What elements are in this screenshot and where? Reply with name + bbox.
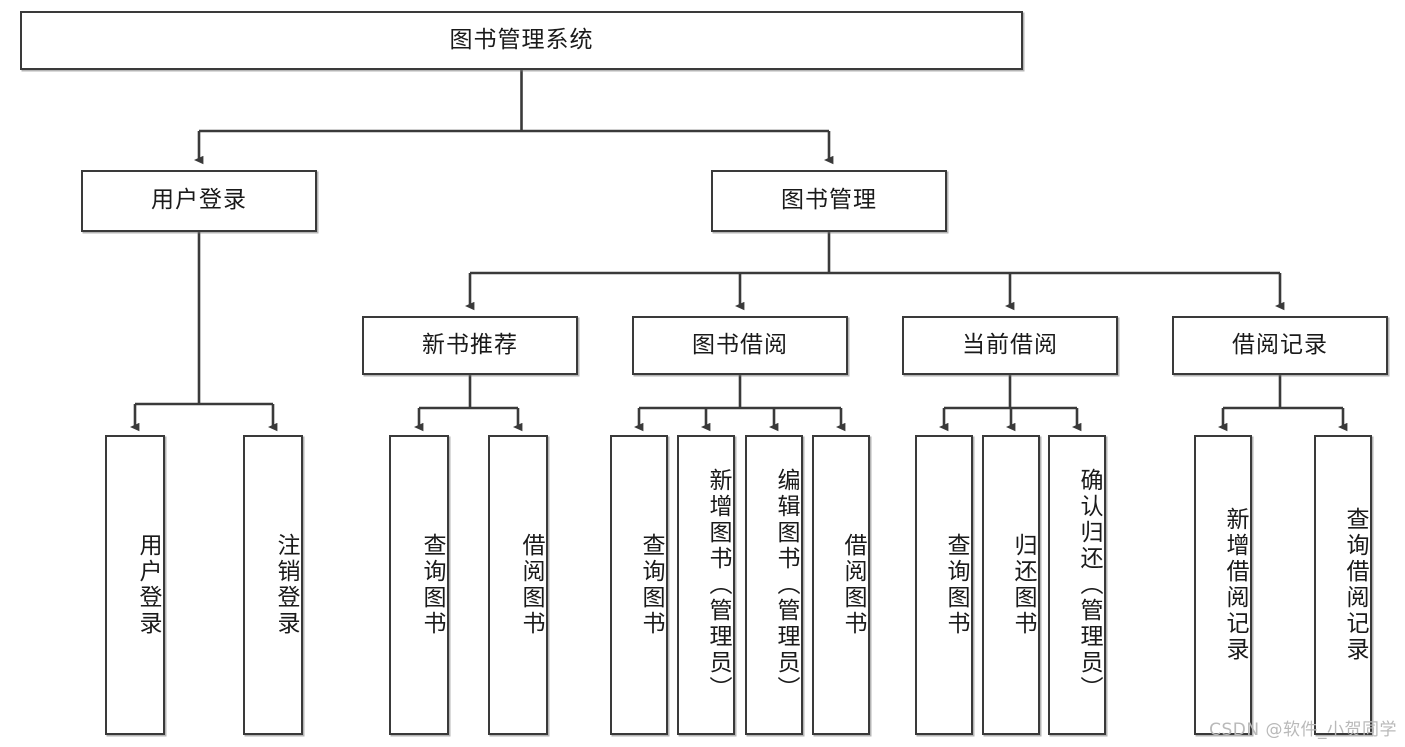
leaf-query-book-3-label: 查询图书 — [943, 533, 969, 637]
leaf-borrow-book-2[interactable]: 借阅图书 — [812, 435, 870, 735]
leaf-borrow-book-1-label: 借阅图书 — [518, 533, 544, 637]
node-user-login[interactable]: 用户登录 — [81, 170, 317, 232]
leaf-query-book-2-label: 查询图书 — [638, 533, 664, 637]
leaf-confirm-return-label: 确认归还（管理员） — [1076, 468, 1102, 702]
watermark-text: CSDN @软件_小贺同学 — [1209, 720, 1397, 740]
node-user-login-label: 用户登录 — [151, 187, 247, 214]
node-root-label: 图书管理系统 — [449, 26, 594, 53]
leaf-confirm-return[interactable]: 确认归还（管理员） — [1048, 435, 1106, 735]
node-book-borrow-label: 图书借阅 — [692, 331, 788, 358]
leaf-user-login-label: 用户登录 — [135, 533, 161, 637]
leaf-user-logout-label: 注销登录 — [273, 533, 299, 637]
leaf-query-book-1[interactable]: 查询图书 — [389, 435, 449, 735]
node-book-manage[interactable]: 图书管理 — [711, 170, 947, 232]
node-borrow-record-label: 借阅记录 — [1232, 331, 1328, 358]
leaf-add-record-label: 新增借阅记录 — [1222, 507, 1248, 663]
leaf-borrow-book-1[interactable]: 借阅图书 — [488, 435, 548, 735]
node-new-book-recommend[interactable]: 新书推荐 — [362, 316, 578, 375]
leaf-add-book[interactable]: 新增图书（管理员） — [677, 435, 735, 735]
leaf-edit-book-label: 编辑图书（管理员） — [773, 468, 799, 702]
leaf-return-book-label: 归还图书 — [1010, 533, 1036, 637]
node-borrow-record[interactable]: 借阅记录 — [1172, 316, 1388, 375]
node-current-borrow-label: 当前借阅 — [962, 331, 1058, 358]
leaf-borrow-book-2-label: 借阅图书 — [840, 533, 866, 637]
leaf-user-login[interactable]: 用户登录 — [105, 435, 165, 735]
leaf-edit-book[interactable]: 编辑图书（管理员） — [745, 435, 803, 735]
node-new-book-recommend-label: 新书推荐 — [422, 331, 518, 358]
node-book-manage-label: 图书管理 — [781, 187, 877, 214]
leaf-return-book[interactable]: 归还图书 — [982, 435, 1040, 735]
node-book-borrow[interactable]: 图书借阅 — [632, 316, 848, 375]
leaf-user-logout[interactable]: 注销登录 — [243, 435, 303, 735]
leaf-query-record[interactable]: 查询借阅记录 — [1314, 435, 1372, 735]
node-current-borrow[interactable]: 当前借阅 — [902, 316, 1118, 375]
leaf-add-book-label: 新增图书（管理员） — [705, 468, 731, 702]
node-root[interactable]: 图书管理系统 — [20, 11, 1023, 70]
leaf-query-book-1-label: 查询图书 — [419, 533, 445, 637]
leaf-query-book-2[interactable]: 查询图书 — [610, 435, 668, 735]
leaf-query-book-3[interactable]: 查询图书 — [915, 435, 973, 735]
leaf-add-record[interactable]: 新增借阅记录 — [1194, 435, 1252, 735]
leaf-query-record-label: 查询借阅记录 — [1342, 507, 1368, 663]
